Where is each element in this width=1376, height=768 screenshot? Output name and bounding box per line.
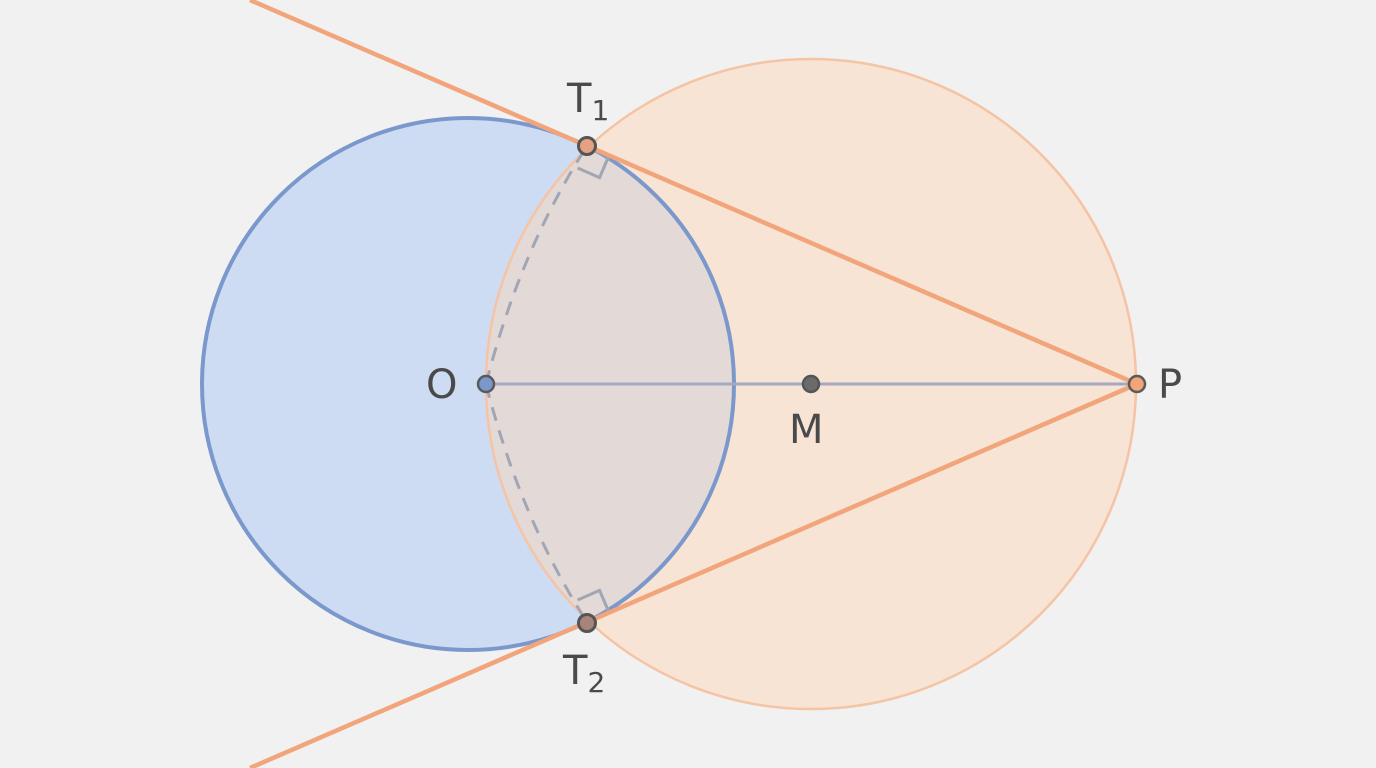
point-p: [1127, 374, 1147, 394]
point-t2: [577, 613, 597, 633]
tangent-line-pt2: [249, 381, 1138, 768]
point-t1: [577, 136, 597, 156]
label-t1: T1: [566, 76, 609, 127]
label-m: M: [789, 407, 824, 453]
label-t2: T2: [562, 648, 605, 699]
label-o: O: [426, 362, 457, 408]
radius-ot2: [484, 383, 589, 623]
point-o: [476, 374, 496, 394]
label-p: P: [1158, 362, 1182, 408]
circle-o-fill: [202, 118, 734, 650]
right-angle-t2: [577, 588, 611, 614]
right-angle-t1: [577, 154, 611, 180]
radius-ot1: [484, 145, 589, 385]
tangent-line-pt1: [249, 0, 1138, 387]
point-m: [801, 374, 821, 394]
